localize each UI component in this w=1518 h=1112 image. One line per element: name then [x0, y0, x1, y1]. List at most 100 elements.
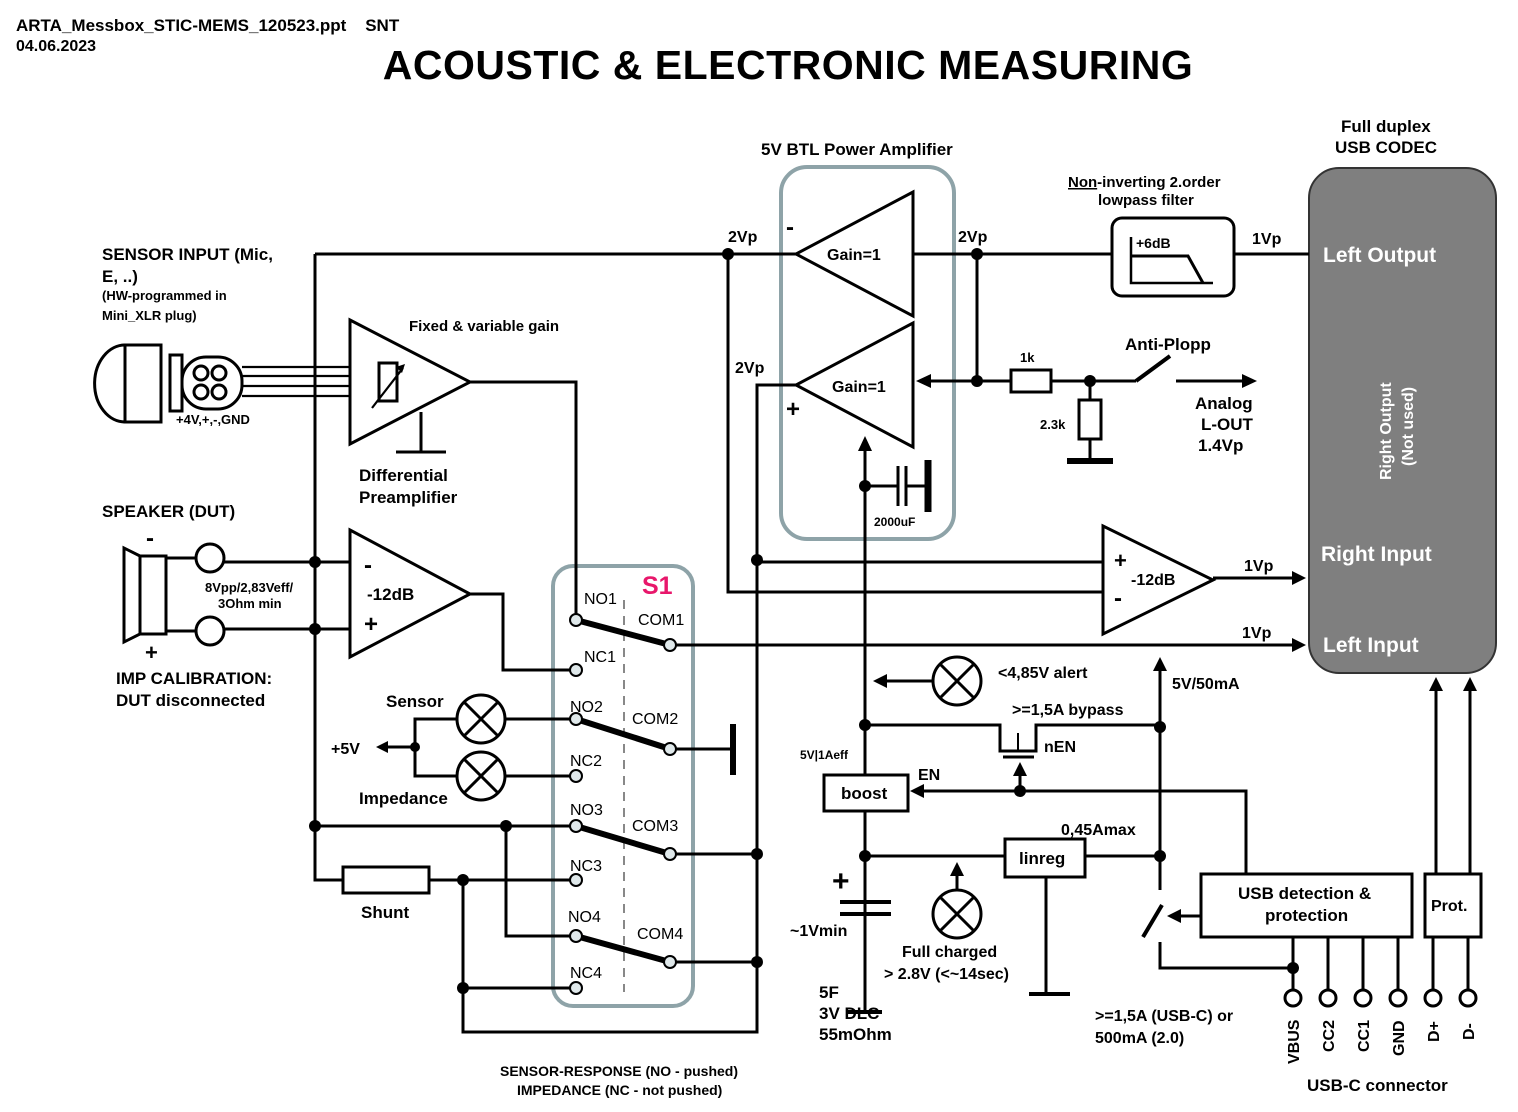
usb-codec-box: [1308, 167, 1497, 674]
power-amp-gain-bottom: Gain=1: [832, 379, 886, 396]
boost-rating-label: 5V|1Aeff: [800, 748, 849, 762]
power-amp-minus: -: [786, 214, 794, 241]
resistor-1k-label: 1k: [1020, 350, 1035, 365]
switch-no2: NO2: [570, 699, 603, 716]
filter-out-level: 1Vp: [1252, 231, 1282, 248]
power-amp-in-level: 2Vp: [728, 229, 758, 246]
power-amp-plus: +: [786, 396, 800, 423]
speaker-terminal-plus: [194, 615, 226, 647]
switch-caption: SENSOR-RESPONSE (NO - pushed): [500, 1063, 738, 1079]
nen-label: nEN: [1044, 739, 1076, 756]
switch-caption-2: IMPEDANCE (NC - not pushed): [517, 1082, 722, 1098]
speaker-spec: 8Vpp/2,83Veff/: [205, 580, 294, 595]
speaker-title: SPEAKER (DUT): [102, 502, 235, 521]
usb-current-label: >=1,5A (USB-C) or: [1095, 1008, 1233, 1025]
supercap-label-3: 55mOhm: [819, 1025, 892, 1044]
input-amp-gain: -12dB: [1131, 572, 1175, 589]
buffer-capacitor-label: 2000uF: [874, 515, 915, 529]
usb-detection-label-2: protection: [1265, 906, 1348, 925]
left-input-level: 1Vp: [1242, 625, 1272, 642]
usb-pin-vbus: [1283, 988, 1303, 1008]
power-amp-in-level-2: 2Vp: [735, 360, 765, 377]
switch-com3: COM3: [632, 818, 678, 835]
usb-pin-cc2: [1318, 988, 1338, 1008]
usb-pin-label-gnd: GND: [1391, 1020, 1408, 1056]
input-amp-minus: -: [1114, 585, 1122, 612]
usb-pin-gnd: [1388, 988, 1408, 1008]
codec-left-output: Left Output: [1323, 244, 1436, 267]
sensor-input-note: (HW-programmed in: [102, 288, 227, 303]
codec-left-input: Left Input: [1323, 634, 1419, 657]
preamp-label-2: Preamplifier: [359, 488, 458, 507]
supercap-icon: [840, 900, 891, 916]
boost-converter: [822, 773, 910, 813]
plus5v-label: +5V: [331, 741, 360, 758]
power-amp-bottom: [792, 320, 915, 450]
imp-calibration-label: IMP CALIBRATION:: [116, 669, 272, 688]
sensor-input-title: SENSOR INPUT (Mic,: [102, 245, 273, 264]
resistor-1k: [1009, 368, 1053, 394]
switch-s1-group: [551, 564, 695, 1008]
filter-gain: +6dB: [1136, 235, 1171, 251]
switch-no3: NO3: [570, 802, 603, 819]
impedance-lamp-label: Impedance: [359, 789, 448, 808]
supercap-plus: +: [832, 865, 850, 898]
speaker-terminal-minus: [194, 542, 226, 574]
usb-pin-label-dplus: D+: [1426, 1021, 1443, 1042]
usb-supply-label: 5V/50mA: [1172, 676, 1240, 693]
sensor-input-title-2: E, ..): [102, 267, 138, 286]
usb-pin-label-vbus: VBUS: [1286, 1019, 1303, 1064]
connector-pins-label: +4V,+,-,GND: [176, 412, 250, 427]
switch-com4: COM4: [637, 926, 683, 943]
shunt-label: Shunt: [361, 903, 409, 922]
supercap-min-voltage: ~1Vmin: [790, 923, 847, 940]
codec-right-output: Right Output: [1378, 382, 1395, 480]
alert-label: <4,85V alert: [998, 665, 1088, 682]
sensor-lamp-icon: [455, 693, 507, 745]
codec-right-output-2: (Not used): [1400, 387, 1417, 466]
impedance-lamp-icon: [455, 750, 507, 802]
analog-out-label-2: L-OUT: [1201, 415, 1254, 434]
usb-detection-block: [1199, 872, 1414, 939]
usb-detection-label: USB detection &: [1238, 884, 1371, 903]
supercap-label: 5F: [819, 983, 839, 1002]
linear-regulator: [1003, 837, 1087, 879]
speaker-amp-minus: -: [364, 552, 372, 579]
speaker-plus: +: [145, 640, 158, 665]
protection-label: Prot.: [1431, 898, 1467, 915]
filter-title-underlined: Non: [1068, 174, 1097, 191]
switch-com1: COM1: [638, 612, 684, 629]
preamp-title: Fixed & variable gain: [409, 318, 559, 335]
switch-no4: NO4: [568, 909, 601, 926]
shunt-resistor: [341, 865, 431, 895]
power-amp-group: [779, 165, 956, 541]
bypass-label: >=1,5A bypass: [1012, 702, 1124, 719]
full-charged-label: Full charged: [902, 944, 997, 961]
speaker-attenuator-amp: [348, 527, 474, 660]
anti-plopp-switch-icon: [1134, 354, 1172, 383]
power-amp-gain-top: Gain=1: [827, 247, 881, 264]
filter-title: Non-inverting 2.order: [1068, 174, 1221, 191]
lowpass-curve-icon: [1129, 237, 1213, 285]
protection-block: [1423, 872, 1483, 939]
speaker-spec-2: 3Ohm min: [218, 596, 282, 611]
codec-right-input: Right Input: [1321, 543, 1432, 566]
enable-label: EN: [918, 767, 940, 784]
right-input-level: 1Vp: [1244, 558, 1274, 575]
anti-plopp-title: Anti-Plopp: [1125, 335, 1211, 354]
power-amp-out-level: 2Vp: [958, 229, 988, 246]
supercap-label-2: 3V DLC: [819, 1004, 879, 1023]
usb-connector-label: USB-C connector: [1307, 1076, 1448, 1095]
file-name: ARTA_Messbox_STIC-MEMS_120523.ppt SNT: [16, 16, 400, 35]
sensor-input-note-2: Mini_XLR plug): [102, 308, 197, 323]
switch-nc3: NC3: [570, 858, 602, 875]
speaker-amp-plus: +: [364, 611, 378, 638]
resistor-2k3: [1077, 398, 1103, 441]
usb-pin-label-cc1: CC1: [1356, 1020, 1373, 1052]
buffer-capacitor-icon: [896, 460, 932, 512]
linreg-label: linreg: [1019, 849, 1065, 868]
power-amp-title: 5V BTL Power Amplifier: [761, 140, 953, 159]
switch-name: S1: [642, 572, 673, 600]
boost-label: boost: [841, 784, 888, 803]
